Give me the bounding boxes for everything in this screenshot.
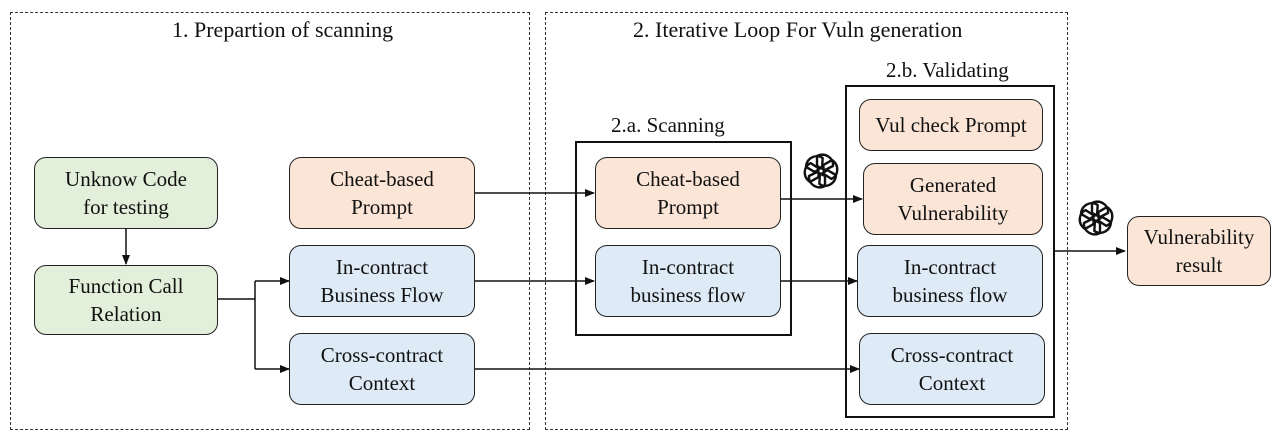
node-validate-cross-contract: Cross-contract Context (859, 333, 1045, 405)
node-vulnerability-result: Vulnerability result (1127, 216, 1271, 286)
panel-preparation (10, 12, 530, 430)
node-scan-cheat-based-prompt: Cheat-based Prompt (595, 157, 781, 229)
openai-logo-icon (803, 153, 839, 189)
scanning-title: 2.a. Scanning (611, 113, 725, 137)
node-scan-business-flow: In-contract business flow (595, 245, 781, 317)
node-unknown-code: Unknow Code for testing (34, 157, 218, 229)
node-function-call-relation: Function Call Relation (34, 265, 218, 335)
node-validate-business-flow: In-contract business flow (857, 245, 1043, 317)
panel-iterative-loop-title: 2. Iterative Loop For Vuln generation (633, 17, 963, 42)
openai-logo-icon (1078, 200, 1114, 236)
validating-box (845, 85, 1055, 418)
node-in-contract-business-flow: In-contract Business Flow (289, 245, 475, 317)
node-generated-vulnerability: Generated Vulnerability (863, 163, 1043, 235)
validating-title: 2.b. Validating (886, 58, 1009, 82)
node-vul-check-prompt: Vul check Prompt (859, 99, 1043, 151)
panel-preparation-title: 1. Prepartion of scanning (172, 17, 394, 42)
panel-iterative-loop (545, 12, 1068, 430)
scanning-box (575, 141, 792, 336)
node-cross-contract-context: Cross-contract Context (289, 333, 475, 405)
node-cheat-based-prompt: Cheat-based Prompt (289, 157, 475, 229)
